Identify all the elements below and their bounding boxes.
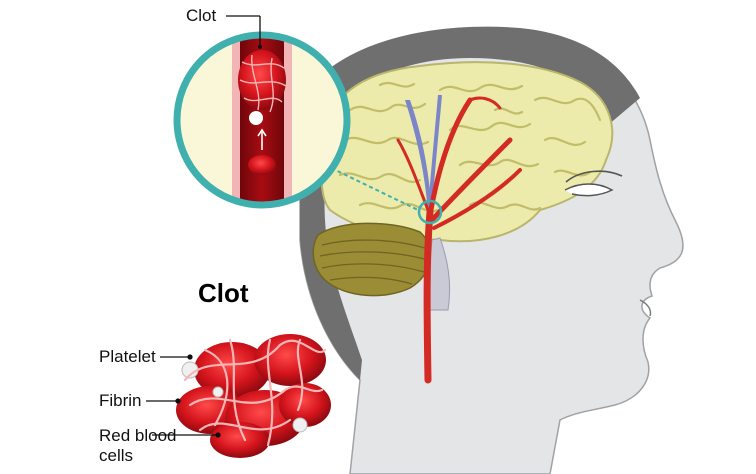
clot-top-leader xyxy=(226,15,262,49)
fibrin-strands xyxy=(183,338,327,447)
clot-location-marker xyxy=(417,199,443,225)
eyebrow xyxy=(565,170,623,183)
lips xyxy=(639,299,652,317)
clot-closeup xyxy=(176,334,331,458)
label-platelet: Platelet xyxy=(99,347,156,366)
red-blood-cell xyxy=(279,383,331,427)
platelet xyxy=(212,386,224,398)
cerebellum-folds xyxy=(319,239,429,285)
label-leaders xyxy=(146,354,221,438)
label-fibrin: Fibrin xyxy=(99,391,142,410)
lens-connector xyxy=(324,164,419,211)
cerebellum xyxy=(312,222,432,297)
vein xyxy=(405,100,432,215)
label-red-blood-cells-line2: cells xyxy=(99,446,134,465)
clot-title: Clot xyxy=(198,278,249,308)
label-clot-top: Clot xyxy=(186,6,217,25)
red-blood-cell xyxy=(194,342,270,398)
carotid-artery xyxy=(423,208,434,384)
platelet xyxy=(292,417,308,433)
magnified-vessel xyxy=(179,37,345,203)
hair-band xyxy=(305,26,640,125)
eye xyxy=(564,183,614,197)
magnifier-lens-ring xyxy=(173,31,351,209)
red-blood-cell xyxy=(210,422,270,458)
label-red-blood-cells-line1: Red blood xyxy=(99,426,177,445)
